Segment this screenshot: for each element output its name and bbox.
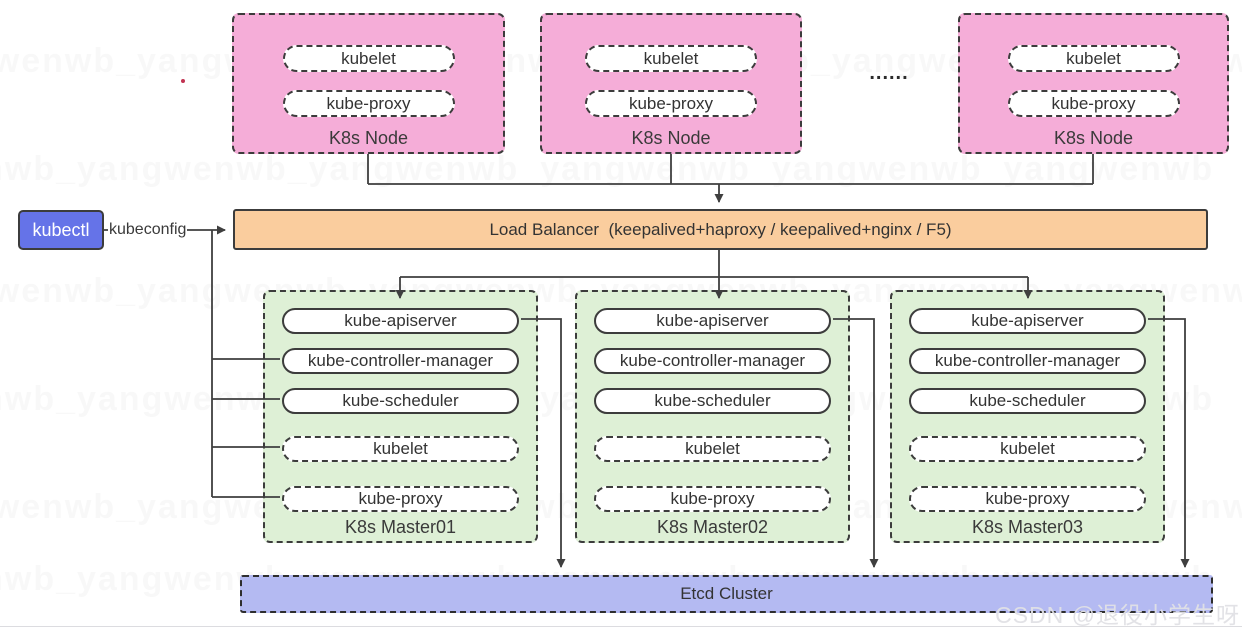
kube-proxy-pill: kube-proxy [585,90,757,117]
master-box-label: K8s Master01 [344,517,457,537]
kubeconfig-label: kubeconfig [108,221,188,239]
csdn-watermark: CSDN @退役小学生呀 [995,602,1240,628]
master-box-label: K8s Master03 [971,517,1084,537]
kube-apiserver-pill: kube-apiserver [282,308,519,334]
kube-proxy-pill: kube-proxy [594,486,831,512]
k8s-master-box-3: kube-apiserver kube-controller-manager k… [890,290,1165,543]
kube-apiserver-pill: kube-apiserver [909,308,1146,334]
k8s-node-box-1: kubelet kube-proxy K8s Node [232,13,505,154]
node-box-label: K8s Node [631,128,711,148]
bottom-divider [0,626,1242,627]
node-box-label: K8s Node [328,128,409,148]
etcd-cluster-bar: Etcd Cluster [240,575,1213,613]
k8s-node-box-3: kubelet kube-proxy K8s Node [958,13,1229,154]
kube-scheduler-pill: kube-scheduler [282,388,519,414]
kubelet-pill: kubelet [1007,45,1180,72]
kubelet-pill: kubelet [282,45,455,72]
red-cursor-dot [181,79,185,83]
kube-scheduler-pill: kube-scheduler [594,388,831,414]
kubelet-pill: kubelet [594,436,831,462]
kubelet-pill: kubelet [585,45,757,72]
connector-nodes-merge [367,154,1094,185]
kube-controller-manager-pill: kube-controller-manager [909,348,1146,374]
connector-lb-split [400,250,1028,278]
kube-controller-manager-pill: kube-controller-manager [594,348,831,374]
background-watermark-row: gwenwb_yangwenwb_yangwenwb_yangwenwb_yan… [0,150,1214,189]
kubelet-pill: kubelet [909,436,1146,462]
load-balancer-bar: Load Balancer (keepalived+haproxy / keep… [233,209,1208,250]
kubectl-box: kubectl [18,210,104,250]
kube-proxy-pill: kube-proxy [1007,90,1180,117]
kube-proxy-pill: kube-proxy [282,486,519,512]
k8s-master-box-1: kube-apiserver kube-controller-manager k… [263,290,538,543]
kube-controller-manager-pill: kube-controller-manager [282,348,519,374]
kube-proxy-pill: kube-proxy [909,486,1146,512]
kubelet-pill: kubelet [282,436,519,462]
more-nodes-ellipsis: ...... [869,62,909,84]
node-box-label: K8s Node [1053,128,1134,148]
kube-proxy-pill: kube-proxy [282,90,455,117]
k8s-master-box-2: kube-apiserver kube-controller-manager k… [575,290,850,543]
kube-apiserver-pill: kube-apiserver [594,308,831,334]
kube-scheduler-pill: kube-scheduler [909,388,1146,414]
master-box-label: K8s Master02 [656,517,769,537]
k8s-node-box-2: kubelet kube-proxy K8s Node [540,13,802,154]
